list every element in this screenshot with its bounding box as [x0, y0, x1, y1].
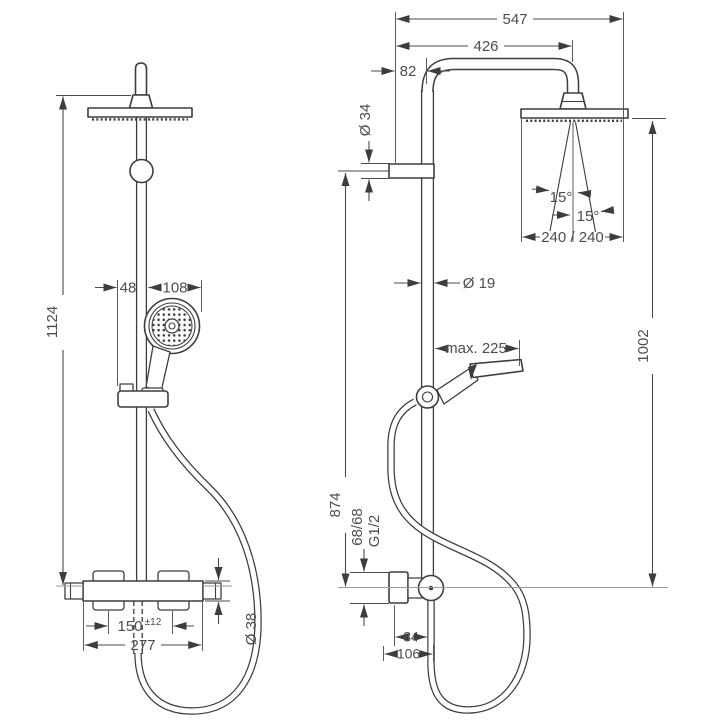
dim-head-height-label: 1002 — [635, 329, 652, 362]
dim-valve-diameter-label: Ø 38 — [243, 613, 260, 646]
dim-pipe-diameter-label: Ø 19 — [463, 275, 496, 292]
hand-shower-front — [117, 297, 201, 408]
hand-shower-side — [415, 358, 524, 409]
head-plate-side — [520, 108, 629, 119]
extension-lines — [338, 12, 668, 662]
dim-offset-right-label: 108 — [162, 280, 187, 297]
holder-pivot — [415, 385, 440, 409]
thermostat-valve-front — [64, 570, 222, 655]
shower-arm-side — [421, 57, 580, 94]
dim-handle-spacing-label: 150 — [117, 618, 142, 635]
overhead-shower-side — [520, 92, 629, 242]
handshower-head-side — [469, 358, 524, 379]
handshower-handle-side — [436, 366, 479, 405]
dim-reach-total-label: 547 — [502, 11, 527, 28]
dim-handshower-reach-label: max. 225 — [445, 340, 507, 357]
shower-hose-front — [134, 408, 262, 715]
valve-cap-right — [202, 582, 222, 600]
dim-handle-spacing-tolerance: ±12 — [145, 617, 162, 628]
front-view: 1124 48 108 Ø 38 150 ±12 277 — [44, 62, 262, 715]
front-dimensions: 1124 48 108 Ø 38 150 ±12 277 — [44, 95, 260, 654]
bar-joint-ring — [129, 158, 154, 184]
dim-hose-offset-label: 106 — [397, 646, 421, 662]
handle-joint-detail — [468, 364, 477, 380]
wall-sleeve — [388, 163, 435, 179]
head-plate-front — [87, 107, 193, 118]
valve-body — [82, 580, 204, 602]
handshower-holder — [117, 390, 169, 408]
side-view: 547 426 82 Ø 34 874 Ø 19 15° 15° — [327, 11, 668, 714]
dim-offset-left-label: 48 — [120, 280, 137, 297]
extension-lines — [56, 95, 232, 651]
dim-thread-label: G1/2 — [366, 515, 383, 548]
dim-escutcheon-label: 68/68 — [349, 508, 366, 546]
spray-line-right — [574, 121, 597, 233]
dim-sleeve-diameter-label: Ø 34 — [357, 104, 374, 137]
dim-wall-offset-label: 82 — [400, 63, 417, 80]
dim-spray-angle-a-label: 15° — [550, 189, 573, 206]
dim-head-size-label: 240 / 240 — [541, 229, 604, 246]
dim-spray-angle-b-label: 15° — [577, 208, 600, 225]
dim-bar-height-label: 874 — [327, 492, 344, 517]
dim-total-height-label: 1124 — [44, 306, 61, 338]
head-cone — [128, 94, 154, 109]
dim-reach-center-label: 426 — [473, 38, 498, 55]
overhead-shower-front — [87, 62, 193, 121]
shower-bar-front — [129, 117, 154, 582]
handshower-handle — [145, 345, 171, 393]
side-dimensions: 547 426 82 Ø 34 874 Ø 19 15° 15° — [327, 11, 668, 662]
spray-line-left — [549, 121, 572, 232]
dim-valve-width-label: 277 — [130, 637, 155, 654]
valve-cap-left — [64, 582, 84, 600]
top-pipe-stub — [134, 62, 148, 96]
shower-hose-side — [387, 398, 531, 714]
